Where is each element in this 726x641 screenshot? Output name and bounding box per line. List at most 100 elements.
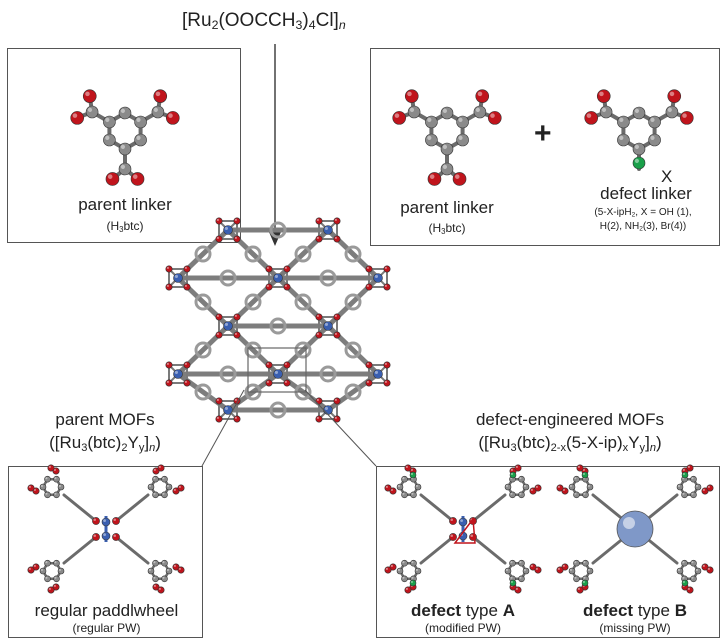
left-linker-ring-carbon (118, 142, 132, 156)
mof-node-5-ru-atom-highlight (224, 322, 228, 326)
defect-a-pw-arm-2-oxygen-atom (404, 586, 412, 594)
defect-linker-label: defect linker (600, 184, 692, 203)
regular-pw-arm-3-ring-carbon-highlight (153, 576, 156, 579)
defect-b-pw-arm-3-ring-carbon-highlight (691, 576, 694, 579)
defect-type-a-sublabel: (modified PW) (424, 621, 501, 635)
left-linker-ring-carbon-highlight (105, 135, 110, 140)
defect-b-pw-arm-3-ring-carbon-highlight (682, 561, 685, 564)
regular-pw-arm-3-ring-carbon-highlight (162, 576, 165, 579)
defect-b-pw-vacancy-sphere-highlight (623, 517, 635, 529)
defect-a-pw-arm-0-ring-carbon (410, 491, 417, 499)
mof-node-0-ru-atom-highlight (224, 226, 228, 230)
defect-a-pw-oxygen-atom-highlight (450, 518, 453, 521)
framework-ring (344, 293, 362, 311)
left-linker-carboxyl-carbon (151, 105, 165, 119)
defect-b-pw-arm-0-defect-x-atom (581, 471, 589, 479)
right-parent-linker-oxygen-atom-highlight (490, 113, 495, 118)
mof-node-9-oxygen-atom (383, 361, 391, 369)
defect-linker-oxygen-atom-highlight (682, 113, 687, 118)
defect-linker-ring-carbon (617, 133, 630, 147)
defect-b-pw-arm-0-ring-carbon-highlight (569, 484, 572, 487)
defect-a-pw-arm-1-ring-carbon-highlight (519, 492, 522, 495)
mof-node-4-ru-atom (373, 273, 383, 283)
defect-linker-ring-carbon (632, 106, 646, 120)
defect-a-pw-arm-bond (419, 535, 455, 565)
mof-node-11-cage (318, 400, 338, 420)
mof-node-0-oxygen-atom (233, 217, 241, 225)
left-linker-oxygen-atom (153, 89, 168, 103)
defect-b-pw-arm-1-ring-carbon-highlight (682, 492, 685, 495)
mof-node-9-oxygen-atom-highlight (384, 380, 387, 383)
defect-b-pw-arm-0-ring-carbon-highlight (574, 477, 577, 480)
regular-pw-arm-3-ring-carbon (147, 567, 155, 575)
defect-b-pw-arm-1-ring-carbon (681, 491, 688, 499)
defect-b-pw-arm-2-defect-x-atom (581, 579, 589, 587)
left-linker-ring-carbon (134, 133, 147, 147)
defect-b-pw-arm-0-oxygen-atom-highlight (562, 488, 565, 491)
regular-pw-arm-2-oxygen-atom-highlight (28, 567, 31, 570)
defect-b-pw-arm-1-ring-carbon-highlight (691, 477, 694, 480)
mof-node-1-oxygen-atom (315, 235, 323, 243)
right-parent-linker-oxygen-atom (392, 111, 407, 125)
regular-pw-arm-1-oxygen-atom (177, 484, 185, 492)
defect-linker-desc-1: (5-X-ipH2, X = OH (1), (594, 207, 692, 219)
left-linker-oxygen-atom (105, 172, 120, 186)
mof-node-2-oxygen-atom (183, 283, 191, 291)
left-linker-ring-carbon (103, 115, 116, 129)
defect-b-pw-arm-0-oxygen-atom-highlight (557, 485, 560, 488)
defect-a-pw-arm-3-ring-carbon (518, 559, 525, 567)
regular-pw-arm-0-oxygen-atom-highlight (33, 488, 36, 491)
defect-linker-ring-carbon-highlight (634, 144, 639, 149)
framework-ring (244, 245, 262, 263)
right-parent-linker-ring-carbon (440, 106, 454, 120)
defect-b-pw-arm-2-ring-carbon (573, 575, 580, 583)
mof-node-9-oxygen-atom (383, 379, 391, 387)
mof-node-4-oxygen-atom (383, 283, 391, 291)
regular-pw-arm-0-oxygen-atom (47, 464, 55, 472)
mof-node-11-ru-atom-highlight (324, 406, 328, 410)
right-parent-linker-ring-carbon-highlight (442, 108, 447, 113)
defect-a-pw-arm-2-ring-carbon (410, 559, 417, 567)
regular-paddlewheel-molecule (27, 464, 185, 594)
right-parent-linker-oxygen-atom (452, 172, 467, 186)
defect-b-pw-vacancy-sphere (616, 510, 654, 548)
regular-pw-arm-2-ring-carbon (53, 559, 60, 567)
right-parent-linker-ring-carbon (425, 115, 438, 129)
defect-a-pw-arm-1-oxygen-atom-highlight (515, 465, 518, 468)
left-linker-oxygen-atom-highlight (168, 113, 173, 118)
mof-node-3-oxygen-atom (283, 283, 291, 291)
defect-a-pw-arm-2-ring-carbon-highlight (411, 576, 414, 579)
regular-pw-arm-1-ring-carbon-highlight (153, 477, 156, 480)
defect-b-pw-arm-bond (643, 493, 679, 523)
defect-a-pw-arm-3-defect-x-atom-highlight (510, 580, 513, 583)
defect-b-pw-arm-0-ring-carbon (582, 491, 589, 499)
defect-b-pw-arm-bond (643, 535, 679, 565)
defect-b-pw-arm-1-oxygen-atom (706, 484, 714, 492)
mof-node-5-oxygen-atom (233, 331, 241, 339)
regular-pw-arm-3-oxygen-atom (157, 586, 165, 594)
defect-linker-ring-carbon-highlight (634, 108, 639, 113)
regular-pw-ru-atom (101, 517, 111, 527)
defect-a-pw-arm-2-oxygen-atom-highlight (405, 587, 408, 590)
defect-b-pw-arm-1-ring-carbon-highlight (691, 492, 694, 495)
right-parent-linker-ring-carbon (456, 133, 469, 147)
regular-pw-arm-1-ring-carbon (161, 475, 168, 483)
mof-node-8-oxygen-atom-highlight (266, 380, 269, 383)
defect-b-pw-arm-2-ring-carbon-highlight (574, 576, 577, 579)
defect-linker-carboxyl-carbon-highlight (601, 107, 607, 112)
defect-mofs-formula: ([Ru3(btc)2-x(5-X-ip)xYy]n) (478, 433, 662, 454)
mof-node-0-oxygen-atom (215, 235, 223, 243)
defect-linker-ring-carbon-highlight (619, 135, 624, 140)
defect-a-pw-arm-2-oxygen-atom-highlight (385, 567, 388, 570)
right-parent-linker-carboxyl-carbon-highlight (409, 107, 415, 112)
defect-b-pw-arm-1-ring-carbon (690, 475, 697, 483)
mof-node-8-oxygen-atom (283, 361, 291, 369)
mof-node-11-oxygen-atom (315, 415, 323, 423)
defect-linker-ring-carbon-highlight (650, 117, 655, 122)
mof-node-2-oxygen-atom (183, 265, 191, 273)
defect-b-pw-arm-3-ring-carbon (690, 559, 697, 567)
regular-pw-oxygen-atom (92, 533, 100, 541)
defect-type-b-sublabel: (missing PW) (599, 621, 671, 635)
defect-linker-oxygen-atom-highlight (669, 91, 675, 97)
mof-node-7-oxygen-atom-highlight (166, 362, 170, 365)
